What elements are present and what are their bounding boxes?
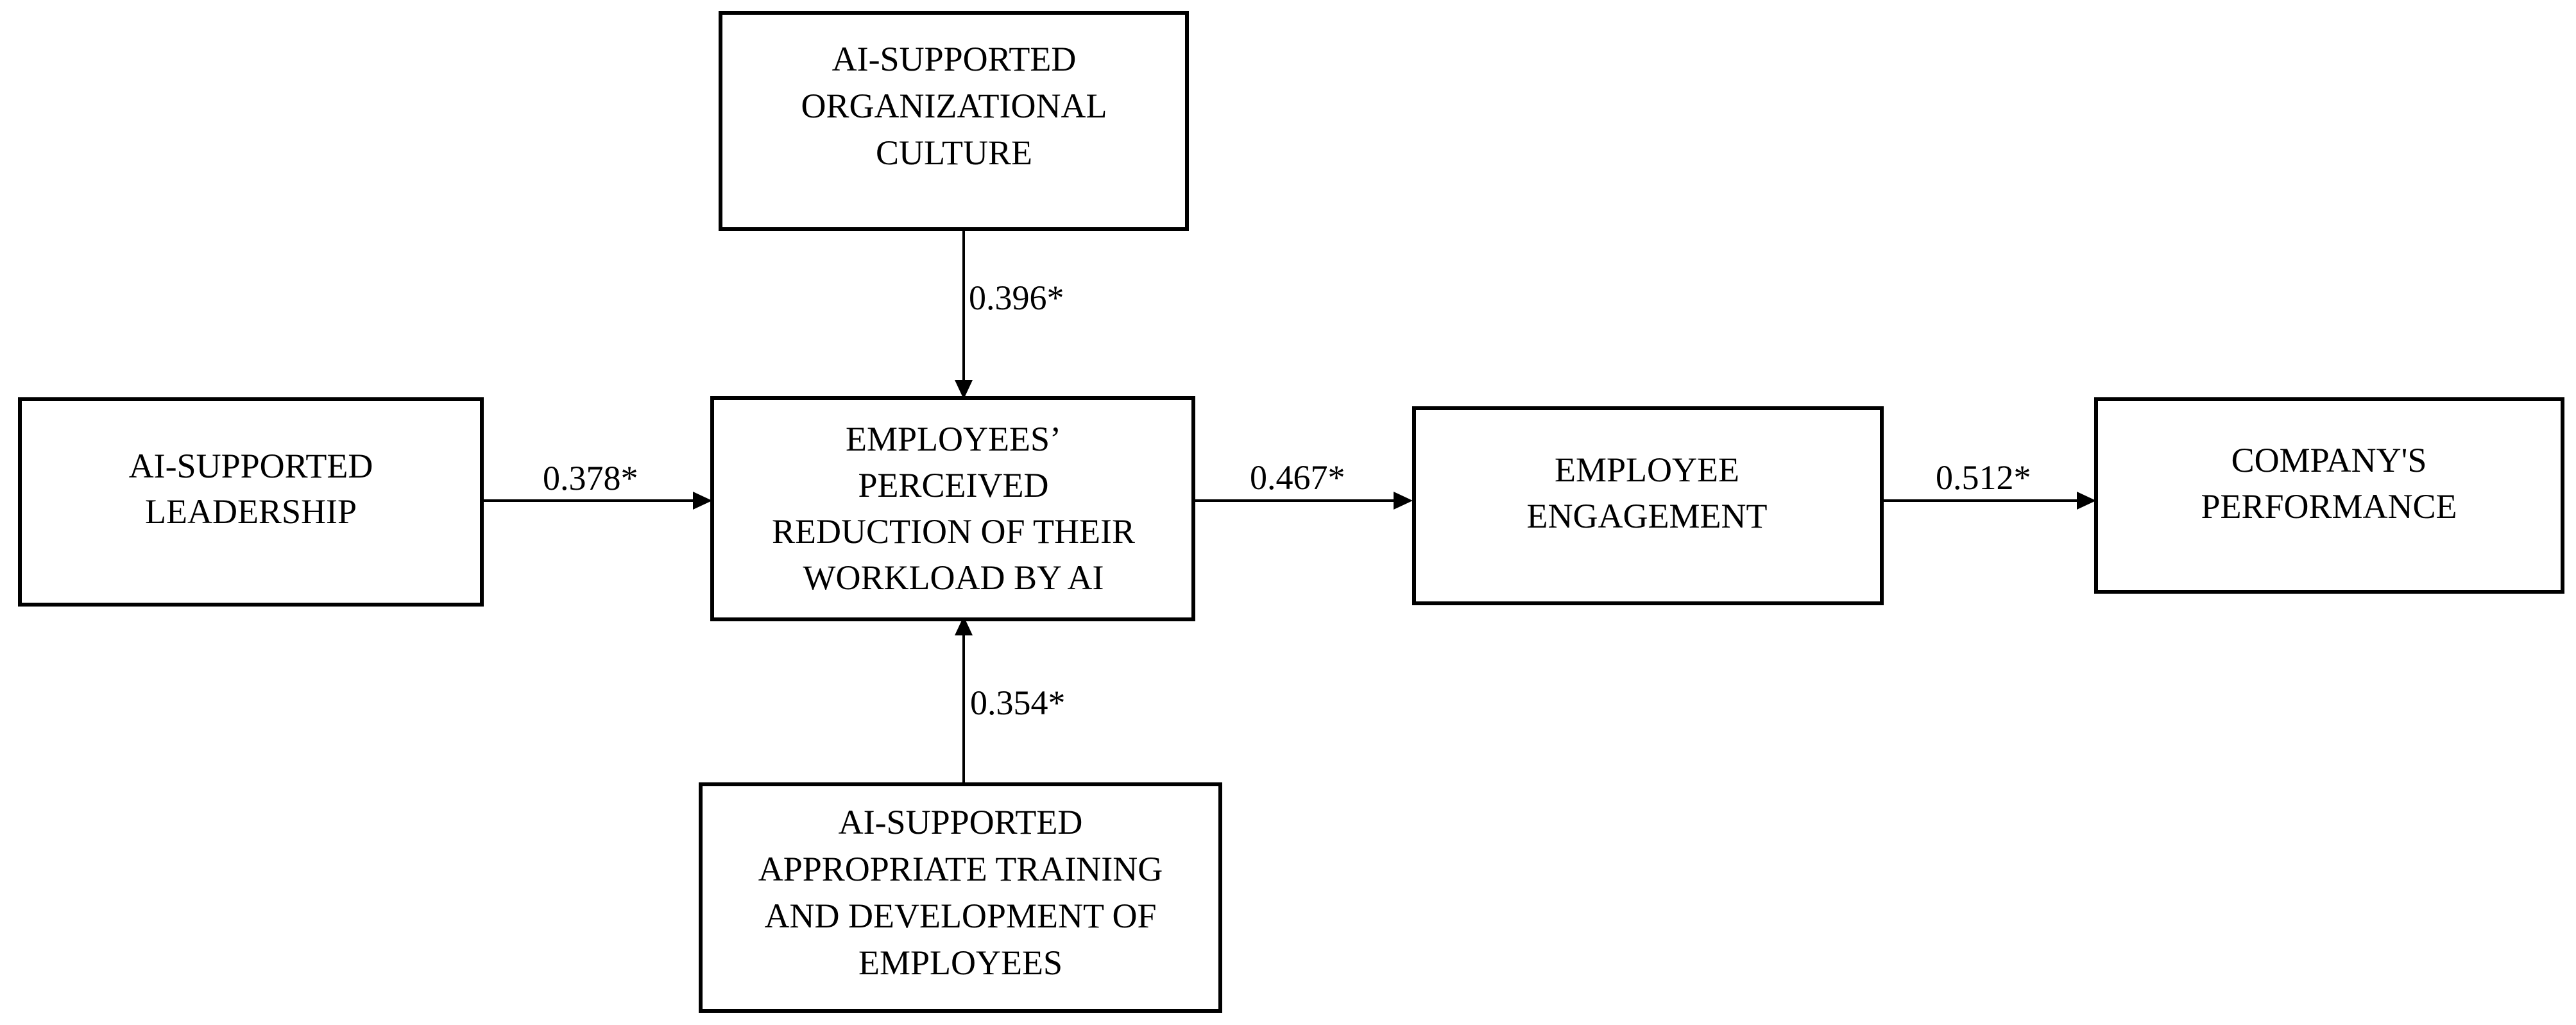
edge-label-engagement: 0.467*: [1250, 458, 1345, 497]
arrowhead-workload-to-engagement: [1394, 492, 1413, 510]
arrowhead-leadership-to-workload: [693, 492, 712, 510]
edges: [482, 229, 2096, 784]
edge-label-performance: 0.512*: [1936, 458, 2031, 497]
node-label-line: WORKLOAD BY AI: [803, 558, 1104, 597]
node-companys-performance: COMPANY'S PERFORMANCE: [2094, 397, 2564, 594]
node-label-line: PERCEIVED: [858, 466, 1049, 504]
edge-labels: 0.396* 0.378* 0.354* 0.467* 0.512*: [543, 279, 2031, 722]
node-label-line: EMPLOYEES: [858, 943, 1062, 982]
node-label-line: ENGAGEMENT: [1527, 497, 1768, 535]
node-ai-supported-training-development: AI-SUPPORTED APPROPRIATE TRAINING AND DE…: [699, 782, 1222, 1013]
node-label-line: ORGANIZATIONAL: [801, 87, 1107, 125]
arrowhead-culture-to-workload: [955, 380, 973, 399]
edge-label-training: 0.354*: [970, 684, 1066, 722]
node-box: [2094, 397, 2564, 594]
node-employee-engagement: EMPLOYEE ENGAGEMENT: [1412, 406, 1884, 605]
node-label-line: CULTURE: [876, 134, 1032, 172]
node-ai-supported-organizational-culture: AI-SUPPORTED ORGANIZATIONAL CULTURE: [719, 11, 1189, 231]
node-box: [719, 11, 1189, 231]
node-label-line: AI-SUPPORTED: [129, 447, 373, 485]
edge-label-culture: 0.396*: [969, 279, 1064, 317]
node-box: [710, 396, 1195, 621]
node-label-line: COMPANY'S: [2231, 441, 2427, 479]
node-label-line: EMPLOYEE: [1555, 451, 1739, 489]
node-label-line: REDUCTION OF THEIR: [772, 512, 1135, 551]
node-label-line: EMPLOYEES’: [846, 420, 1061, 458]
node-box: [1412, 406, 1884, 605]
edge-label-leadership: 0.378*: [543, 459, 638, 497]
node-label-line: AI-SUPPORTED: [832, 40, 1077, 78]
node-box: [699, 782, 1222, 1013]
node-employees-perceived-workload-reduction: EMPLOYEES’ PERCEIVED REDUCTION OF THEIR …: [710, 396, 1195, 621]
node-label-line: AND DEVELOPMENT OF: [764, 897, 1156, 935]
arrowhead-engagement-to-performance: [2077, 492, 2096, 510]
node-label-line: PERFORMANCE: [2201, 487, 2457, 526]
node-box: [18, 397, 484, 607]
node-label-line: AI-SUPPORTED: [839, 803, 1083, 841]
node-ai-supported-leadership: AI-SUPPORTED LEADERSHIP: [18, 397, 484, 607]
arrowhead-training-to-workload: [955, 616, 973, 635]
node-label-line: APPROPRIATE TRAINING: [758, 850, 1163, 888]
node-label-line: LEADERSHIP: [145, 492, 357, 531]
